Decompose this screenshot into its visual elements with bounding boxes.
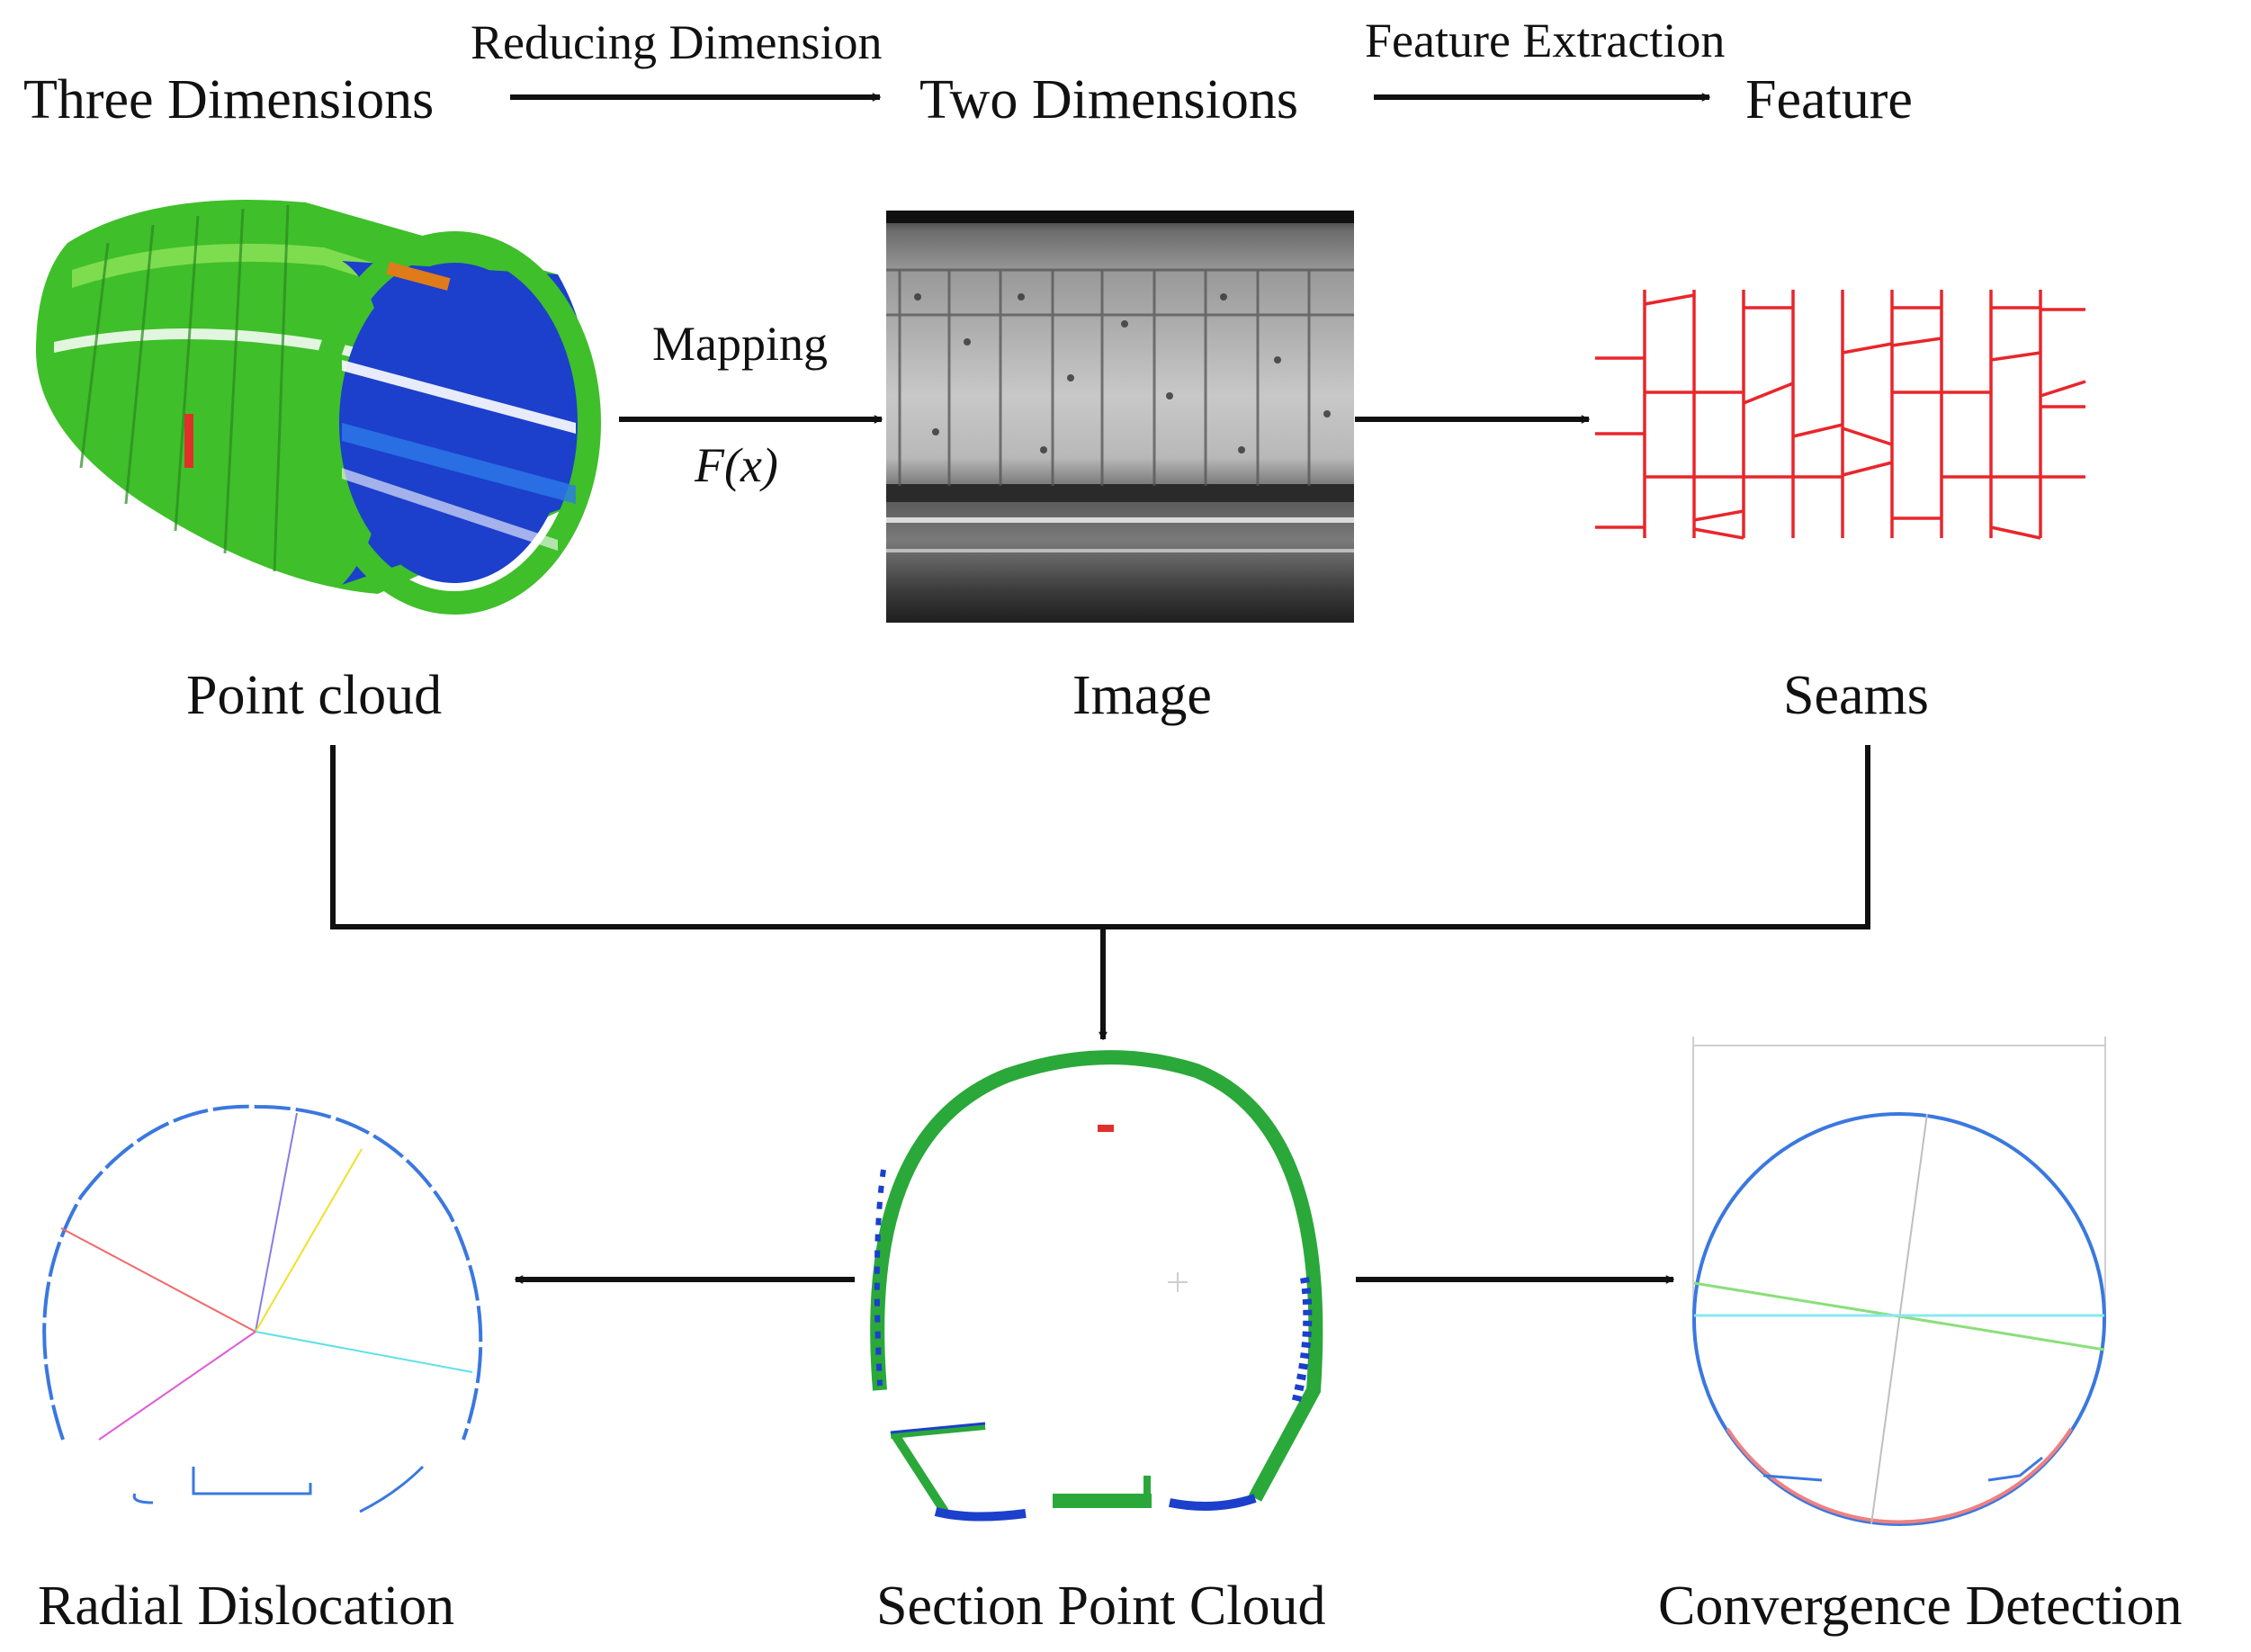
label-convergence-detection: Convergence Detection	[1658, 1576, 2183, 1637]
point-cloud-tunnel	[36, 200, 601, 615]
label-image: Image	[1072, 665, 1212, 726]
mapping-label: Mapping	[652, 317, 828, 371]
convergence-plot	[1692, 1037, 2106, 1526]
label-section-point-cloud: Section Point Cloud	[876, 1576, 1326, 1637]
label-point-cloud: Point cloud	[186, 665, 443, 726]
merge-connector	[330, 745, 1870, 1279]
seams-drawing	[1595, 290, 2086, 540]
stage-three-dimensions: Three Dimensions	[23, 69, 435, 130]
stage-two-dimensions: Two Dimensions	[919, 69, 1299, 130]
label-seams: Seams	[1783, 665, 1929, 726]
section-point-cloud	[870, 1050, 1323, 1522]
pipeline-arrows	[510, 97, 1709, 419]
mapping-function: F(x)	[695, 438, 778, 492]
step-feature-extraction: Feature Extraction	[1365, 13, 1726, 67]
unrolled-tunnel-image	[886, 211, 1354, 623]
label-radial-dislocation: Radial Dislocation	[38, 1576, 455, 1637]
step-reducing-dimension: Reducing Dimension	[471, 15, 883, 69]
stage-feature: Feature	[1745, 69, 1913, 130]
radial-dislocation-plot	[42, 1104, 483, 1513]
